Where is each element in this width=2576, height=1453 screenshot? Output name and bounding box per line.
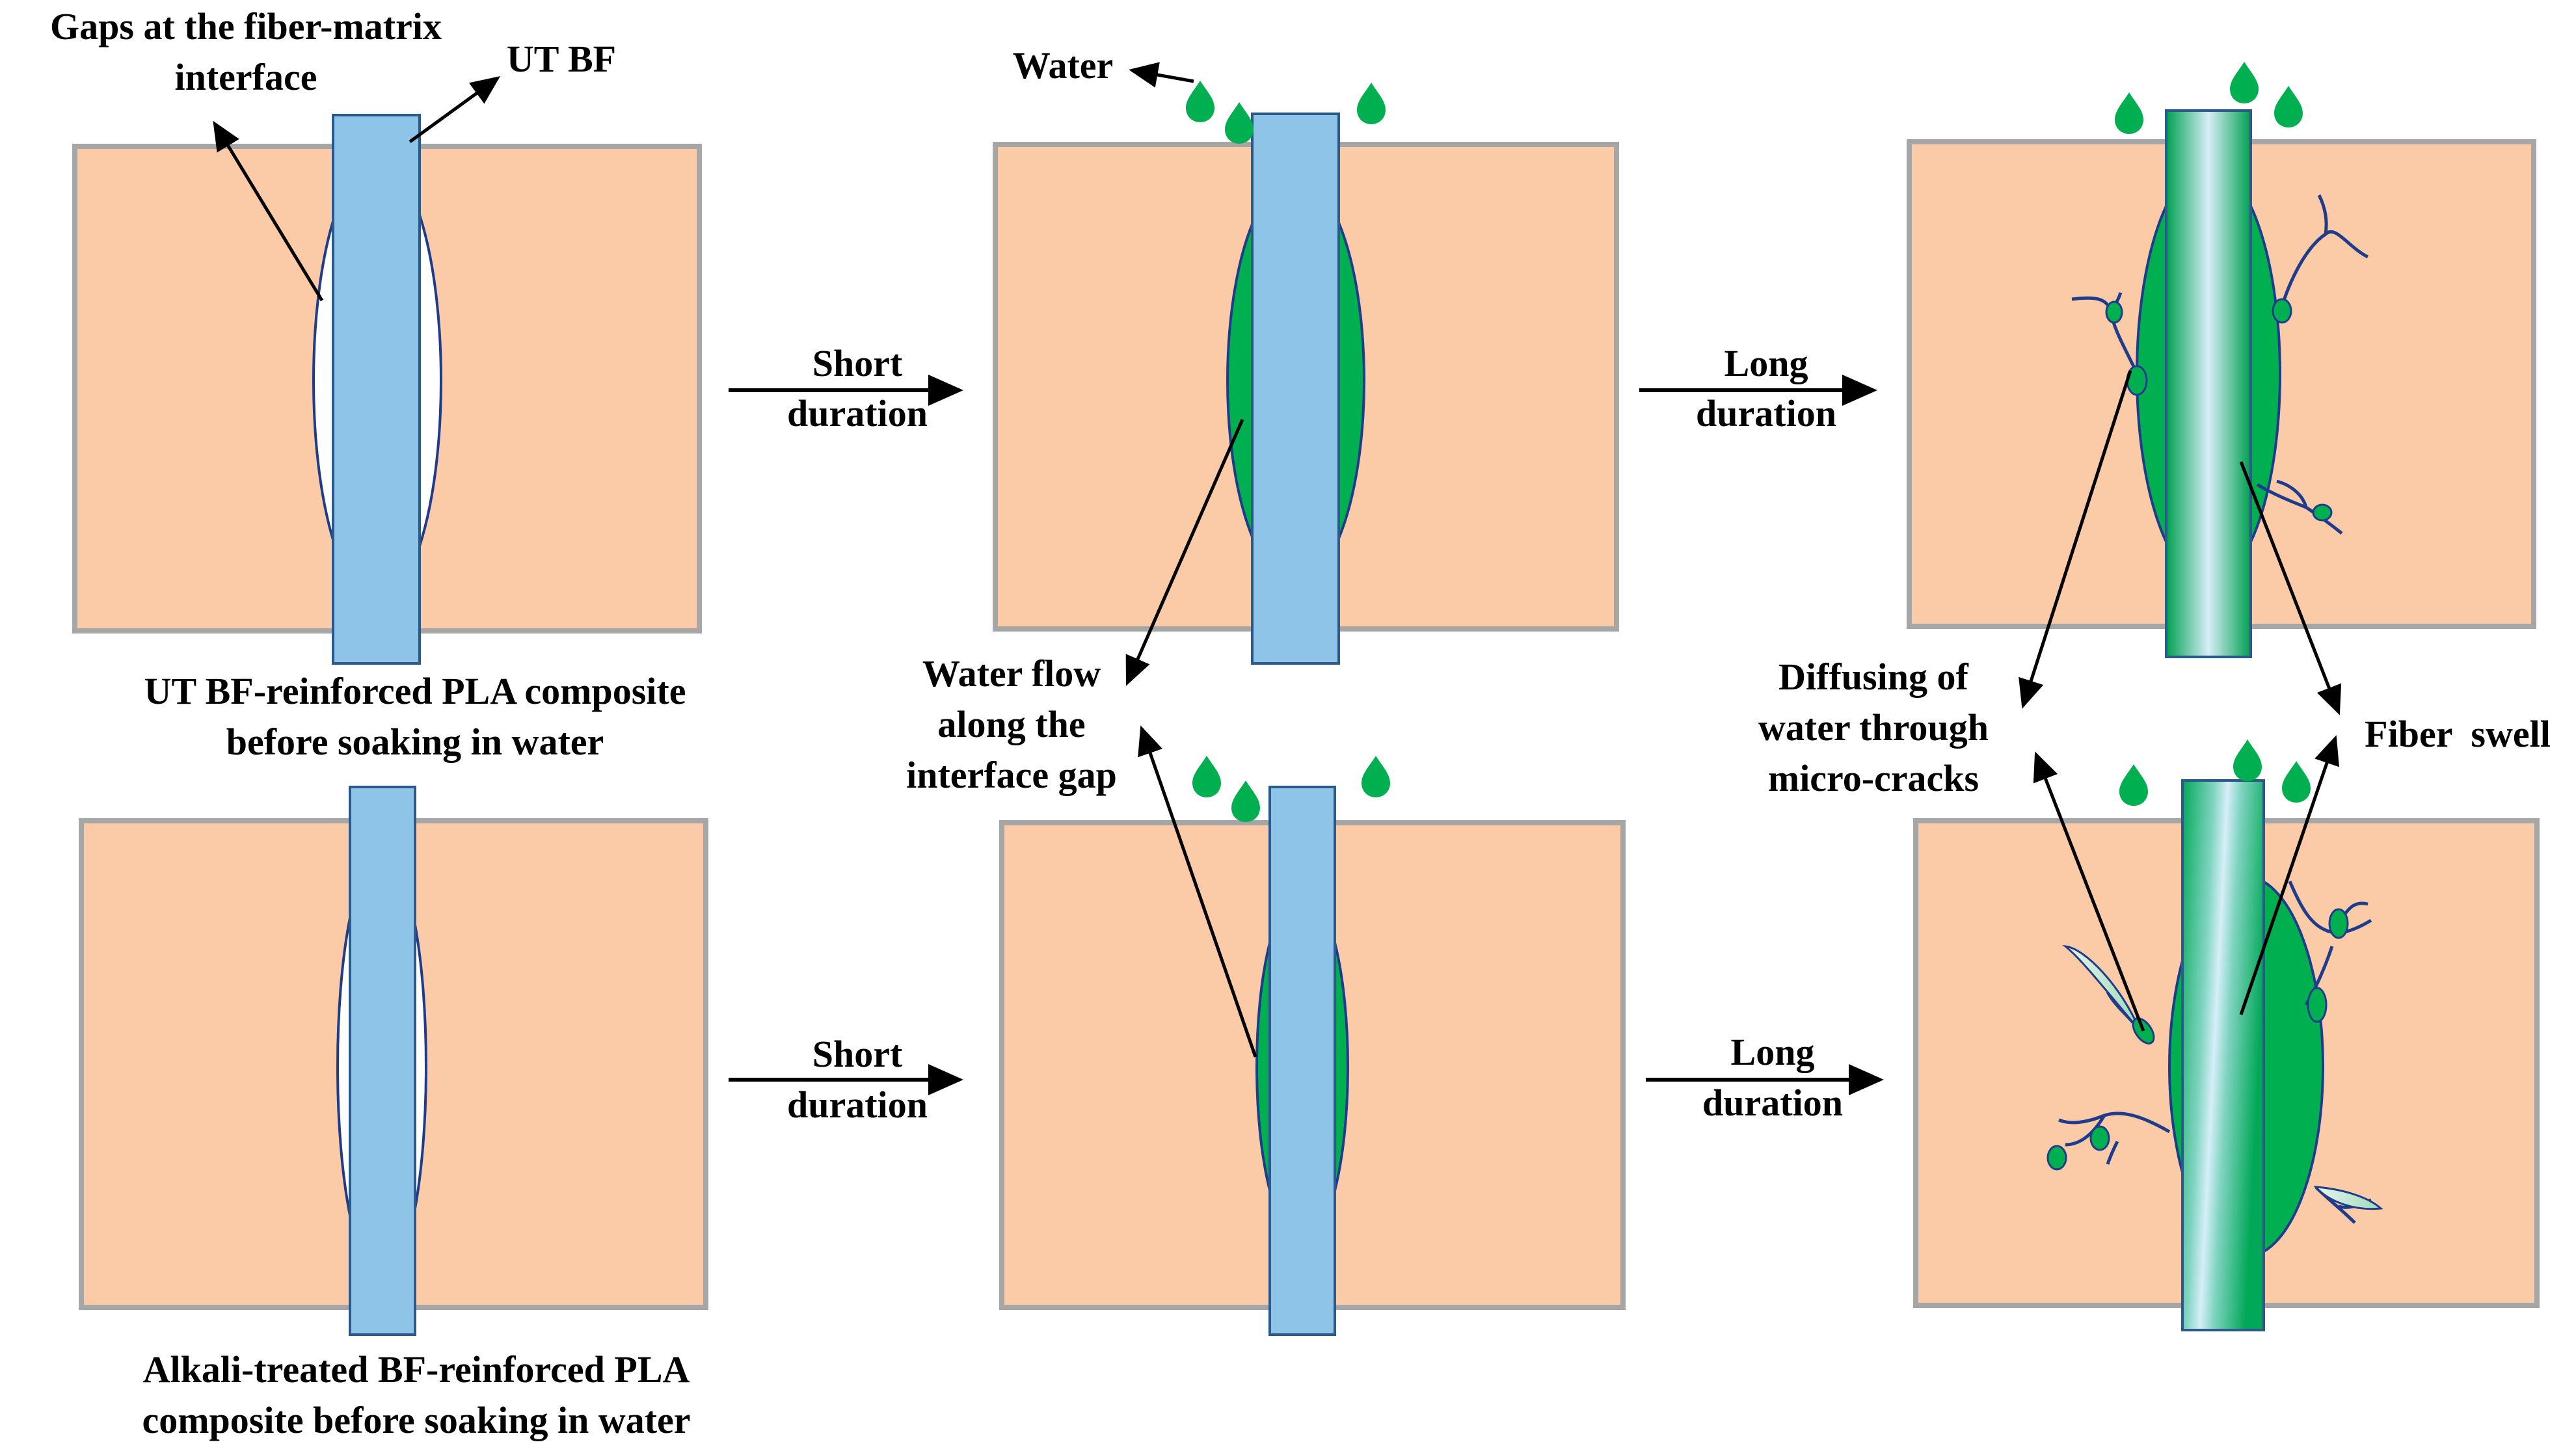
crack-water-pocket xyxy=(2307,987,2328,1023)
open-crack xyxy=(2062,944,2141,1032)
long-duration-top-1: Long xyxy=(1724,342,1808,384)
water-arrow xyxy=(1129,62,1194,88)
water-drop-icon xyxy=(2230,62,2259,103)
ut-basalt-fiber xyxy=(332,114,421,665)
water-flow-label-3: interface gap xyxy=(906,754,1117,796)
short-duration-bottom-1: Short xyxy=(812,1033,903,1075)
fiber-swell-arrow-up xyxy=(2239,735,2340,1015)
water-flow-label-1: Water flow xyxy=(922,652,1101,695)
water-drop-icon xyxy=(1362,756,1390,797)
ut-bf-arrow xyxy=(409,76,501,144)
water-flow-arrow-up xyxy=(1125,418,1244,686)
water-drop-icon xyxy=(2233,740,2262,781)
long-duration-top-2: duration xyxy=(1696,392,1836,434)
short-duration-top-1: Short xyxy=(812,342,903,384)
diffusing-arrow-down xyxy=(2019,370,2132,709)
long-duration-bottom-1: Long xyxy=(1731,1031,1815,1073)
water-drop-icon xyxy=(1192,756,1221,797)
crack-water-pocket xyxy=(2089,1125,2110,1151)
water-flow-arrow-down xyxy=(1138,725,1257,1058)
short-duration-bottom-2: duration xyxy=(787,1084,928,1126)
alkali-basalt-fiber xyxy=(349,786,416,1336)
panel-ut-short: Water xyxy=(993,44,1619,686)
crack-water-pocket xyxy=(2328,908,2349,939)
gaps-label-1: Gaps at the fiber-matrix xyxy=(50,5,442,47)
water-drop-icon xyxy=(2115,92,2143,134)
diffusing-label-2: water through xyxy=(1758,706,1989,749)
water-drop-icon xyxy=(2282,761,2311,803)
water-drop-icon xyxy=(1231,780,1260,822)
swollen-fiber xyxy=(2165,109,2252,658)
panel-ut-long xyxy=(1907,62,2536,715)
fiber-swell-label: Fiber swell xyxy=(2365,713,2551,755)
swollen-fiber xyxy=(2181,779,2265,1331)
panel-alkali-short xyxy=(999,725,1626,1336)
diffusing-arrow-up xyxy=(2033,751,2145,1032)
water-drop-icon xyxy=(2119,764,2148,806)
water-drop-icon xyxy=(1225,102,1254,144)
crack-water-pocket xyxy=(2312,503,2333,522)
panel-ut-before: Gaps at the fiber-matrix interface UT BF… xyxy=(50,5,702,763)
ut-basalt-fiber xyxy=(1251,113,1340,665)
ut-bf-label: UT BF xyxy=(507,38,616,80)
ut-caption-1: UT BF-reinforced PLA composite xyxy=(144,670,686,712)
panel-alkali-before: Alkali-treated BF-reinforced PLA composi… xyxy=(79,786,708,1441)
long-duration-bottom-2: duration xyxy=(1702,1082,1843,1124)
ut-caption-2: before soaking in water xyxy=(226,721,604,763)
gaps-arrow xyxy=(213,120,324,302)
water-label: Water xyxy=(1013,44,1114,87)
diffusing-label-1: Diffusing of xyxy=(1778,656,1968,698)
water-drop-icon xyxy=(2274,86,2303,127)
crack-water-pocket xyxy=(2272,298,2292,324)
diffusing-label-3: micro-cracks xyxy=(1768,757,1979,799)
alkali-caption-2: composite before soaking in water xyxy=(142,1399,690,1441)
crack-water-pocket xyxy=(2046,1145,2067,1171)
alkali-caption-1: Alkali-treated BF-reinforced PLA xyxy=(143,1348,690,1391)
crack-water-pocket xyxy=(2126,365,2148,396)
short-duration-top-2: duration xyxy=(787,392,928,434)
process-arrows xyxy=(729,375,1884,1095)
gaps-label-2: interface xyxy=(175,56,317,98)
water-drop-icon xyxy=(1357,83,1386,124)
panel-alkali-long xyxy=(1913,735,2540,1331)
fiber-swell-arrow-down xyxy=(2239,461,2342,715)
alkali-basalt-fiber xyxy=(1268,786,1336,1336)
crack-water-pocket xyxy=(2105,300,2123,324)
open-crack xyxy=(2313,1186,2383,1210)
water-drop-icon xyxy=(1186,81,1214,122)
water-flow-label-2: along the xyxy=(937,703,1085,745)
